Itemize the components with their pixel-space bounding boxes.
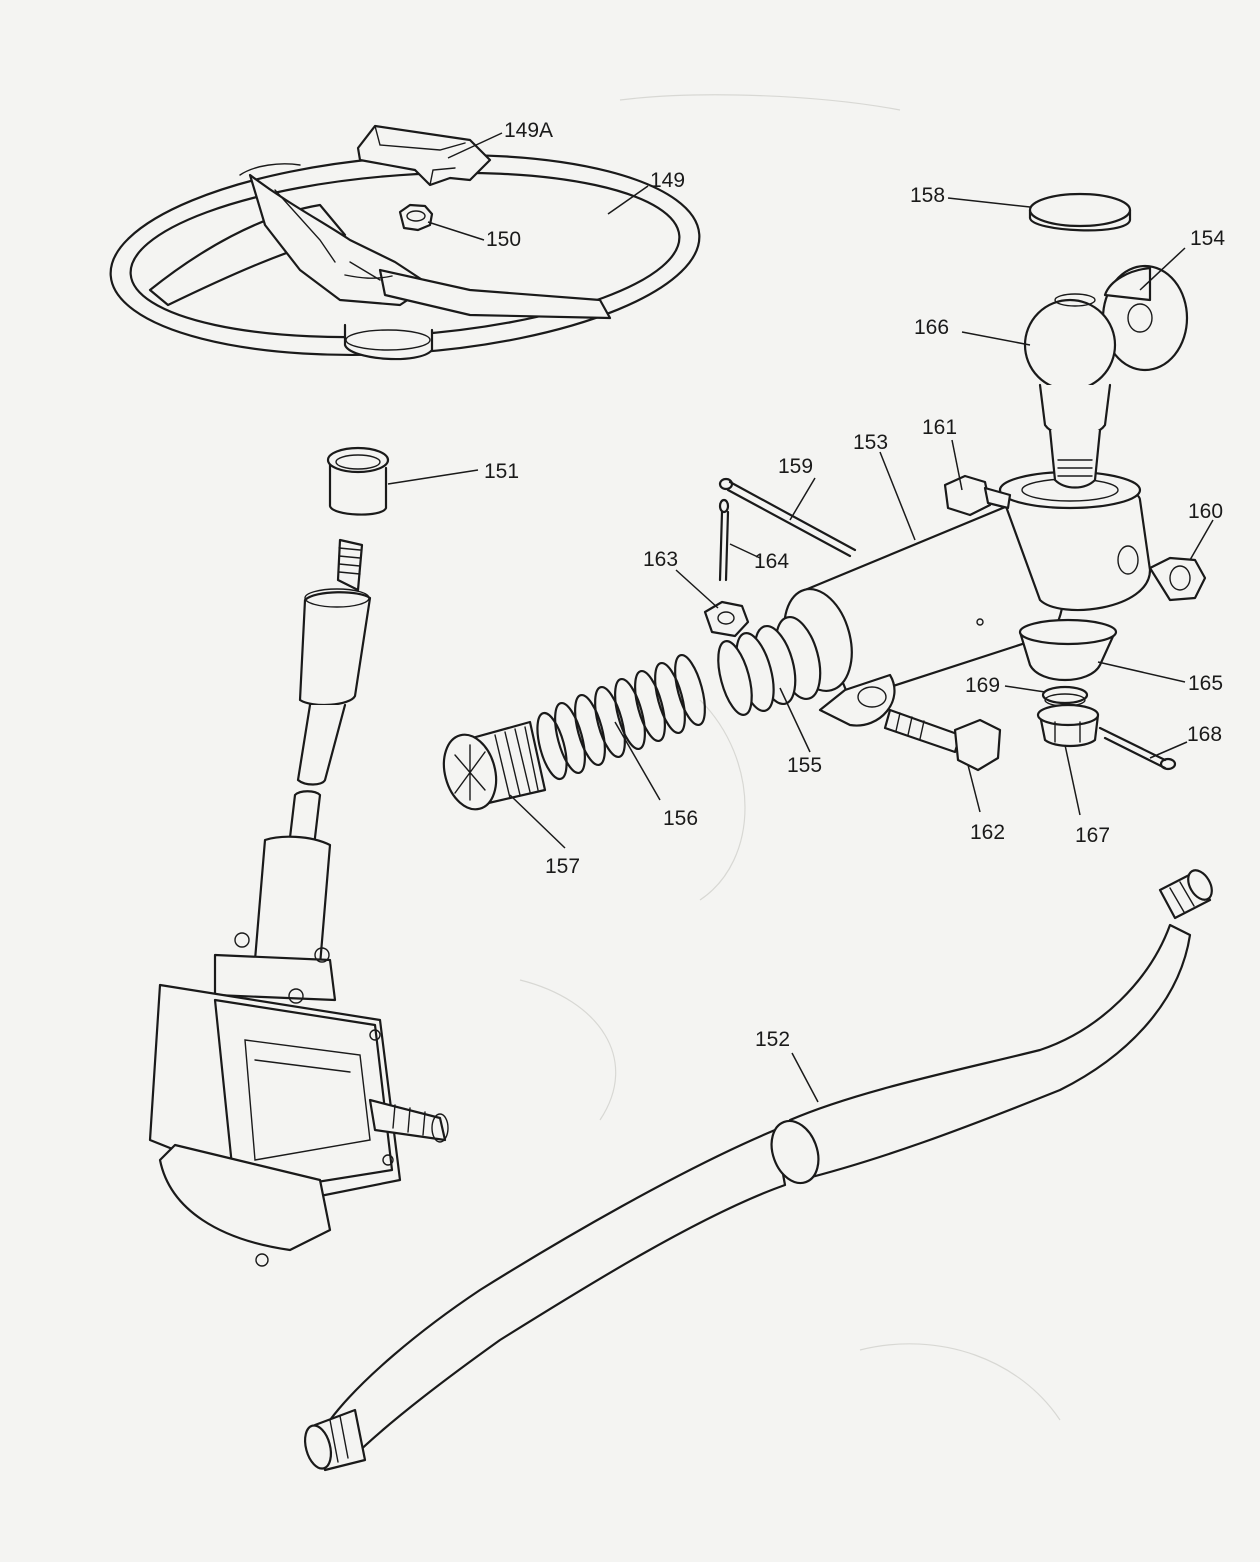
spring-156 [536, 653, 706, 781]
label-157: 157 [545, 855, 580, 878]
boot-165 [1018, 618, 1118, 682]
label-162: 162 [970, 821, 1005, 844]
steering-box [148, 932, 449, 1267]
split-pin-168 [1098, 726, 1177, 771]
label-167: 167 [1075, 824, 1110, 847]
label-151: 151 [484, 460, 519, 483]
label-156: 156 [663, 807, 698, 830]
paper-showthrough [519, 94, 1061, 1421]
label-164: 164 [754, 550, 789, 573]
bolt-161 [943, 474, 1012, 517]
cap-158 [1028, 192, 1132, 232]
label-149: 149 [650, 169, 685, 192]
label-153: 153 [853, 431, 888, 454]
ball-socket-154 [1101, 264, 1189, 372]
label-169: 169 [965, 674, 1000, 697]
nut-160 [1148, 556, 1207, 602]
leader-lines [387, 132, 1214, 1103]
body-153 [783, 470, 1152, 727]
label-149a: 149A [504, 119, 553, 142]
label-166: 166 [914, 316, 949, 339]
split-pin-159 [718, 477, 857, 558]
nut-150 [398, 203, 434, 232]
steering-wheel-149 [109, 153, 701, 361]
nut-163 [703, 600, 750, 638]
end-plug-157 [442, 720, 547, 811]
label-158: 158 [910, 184, 945, 207]
part-labels: 149A 149 150 151 152 153 154 155 156 157… [484, 119, 1225, 1051]
split-pin-164 [718, 498, 730, 582]
steering-column [253, 538, 372, 967]
washer-169 [1041, 685, 1089, 707]
label-168: 168 [1187, 723, 1222, 746]
drag-link-152 [303, 869, 1213, 1472]
label-154: 154 [1190, 227, 1225, 250]
bush-151 [326, 446, 390, 516]
label-150: 150 [486, 228, 521, 251]
label-152: 152 [755, 1028, 790, 1051]
castle-nut-167 [1036, 703, 1100, 748]
ball-pin-166 [1023, 293, 1117, 489]
label-160: 160 [1188, 500, 1223, 523]
label-161: 161 [922, 416, 957, 439]
bolt-162 [883, 708, 1002, 772]
plug-155 [717, 616, 822, 716]
label-165: 165 [1188, 672, 1223, 695]
label-155: 155 [787, 754, 822, 777]
label-163: 163 [643, 548, 678, 571]
label-159: 159 [778, 455, 813, 478]
horn-cap-149a [356, 124, 492, 187]
